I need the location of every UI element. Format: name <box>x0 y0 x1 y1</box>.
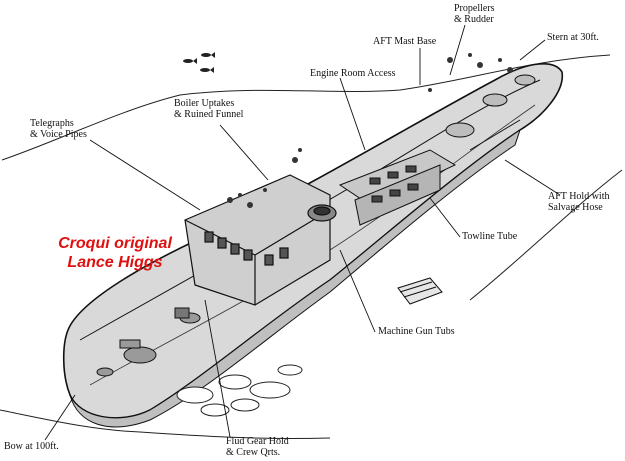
aft-deck-details <box>445 74 536 151</box>
label-propellers-rudder: Propellers & Rudder <box>454 3 495 25</box>
marine-growth <box>227 53 513 208</box>
label-telegraphs: Telegraphs & Voice Pipes <box>30 118 87 140</box>
label-machine-gun-tubs: Machine Gun Tubs <box>378 326 455 337</box>
label-stern: Stern at 30ft. <box>547 32 599 43</box>
leader-lines <box>44 24 561 441</box>
label-bow: Bow at 100ft. <box>4 441 59 452</box>
fore-deck-equipment <box>96 307 201 377</box>
label-towline-tube: Towline Tube <box>462 231 518 242</box>
debris-piece <box>397 277 443 305</box>
label-engine-room-access: Engine Room Access <box>310 68 396 79</box>
seabed-outline <box>0 54 623 440</box>
label-aft-mast-base: AFT Mast Base <box>373 36 437 47</box>
bridge-superstructure <box>184 174 337 306</box>
label-boiler-uptakes: Boiler Uptakes & Ruined Funnel <box>174 98 244 120</box>
label-fluid-gear-hold: Flud Gear Hold & Crew Qrts. <box>226 436 289 458</box>
credit-line-1: Croqui original <box>58 235 172 252</box>
engine-room-deckhouse <box>338 149 457 226</box>
credit-text: Croqui original Lance Higgs <box>40 234 190 272</box>
fish-icon <box>183 52 215 73</box>
credit-line-2: Lance Higgs <box>67 254 163 271</box>
seabed-rocks <box>176 364 303 417</box>
label-aft-hold: AFT Hold with Salvage Hose <box>548 191 610 213</box>
